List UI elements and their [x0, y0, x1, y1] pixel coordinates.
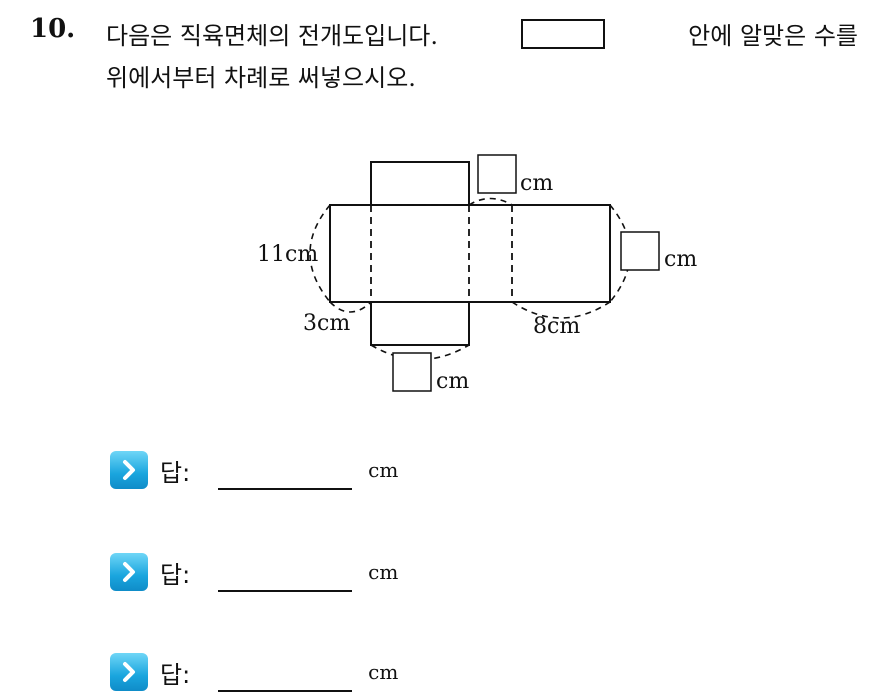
question-text-part-1: 다음은 직육면체의 전개도입니다.	[106, 22, 439, 50]
label-length: 8cm	[533, 314, 580, 339]
answer-row-1: 답: cm	[110, 450, 398, 490]
net-bottom-flap	[370, 302, 470, 346]
answer-box-top	[477, 154, 517, 194]
label-top-unit: cm	[520, 171, 553, 196]
brace-height	[309, 204, 331, 303]
answer-box-bottom	[392, 352, 432, 392]
question-text-part-2: 안에 알맞은 수를	[688, 22, 858, 50]
label-height: 11cm	[257, 242, 318, 267]
answer-unit: cm	[368, 458, 399, 482]
answer-label: 답:	[160, 458, 191, 487]
blank-box-symbol	[521, 18, 606, 49]
answer-row-2: 답: cm	[110, 552, 398, 592]
answer-input-line[interactable]	[218, 552, 353, 592]
answer-box-right	[620, 231, 660, 271]
question-line-2: 위에서부터 차례로 써넣으시오.	[106, 64, 416, 92]
net-main-strip	[329, 204, 611, 303]
answer-unit: cm	[368, 560, 399, 584]
answer-label: 답:	[160, 660, 191, 689]
question-line-1: 다음은 직육면체의 전개도입니다. 안에 알맞은 수를	[106, 16, 858, 51]
question-number: 10.	[30, 14, 76, 44]
arrow-right-icon	[110, 451, 148, 489]
answer-input-line[interactable]	[218, 652, 353, 692]
answer-unit: cm	[368, 660, 399, 684]
brace-length	[511, 301, 611, 319]
brace-depth	[329, 301, 372, 313]
label-bottom-unit: cm	[436, 369, 469, 394]
label-right-unit: cm	[664, 247, 697, 272]
arrow-right-icon	[110, 653, 148, 691]
answer-label: 답:	[160, 560, 191, 589]
answer-row-3: 답: cm	[110, 652, 398, 692]
brace-top	[468, 197, 513, 206]
brace-bottom	[370, 344, 470, 361]
answer-input-line[interactable]	[218, 450, 353, 490]
label-depth: 3cm	[303, 311, 350, 336]
brace-right	[609, 204, 631, 303]
net-top-flap	[370, 161, 470, 205]
arrow-right-icon	[110, 553, 148, 591]
